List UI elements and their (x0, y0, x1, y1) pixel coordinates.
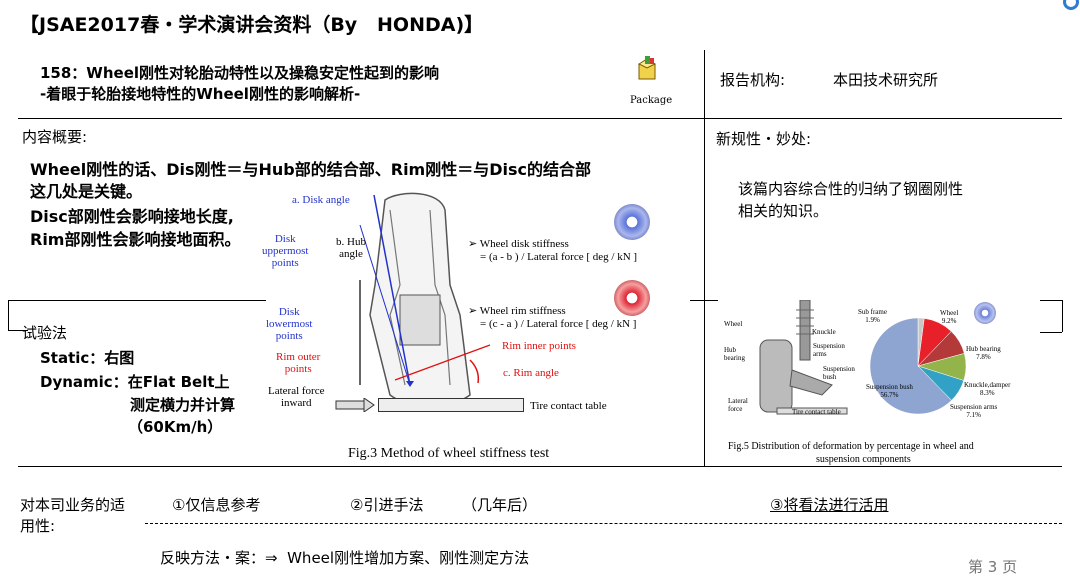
bracket-left-v (8, 300, 9, 330)
summary-line2: 这几处是关键。 (30, 182, 143, 201)
applicability-label2: 用性: (20, 517, 56, 535)
test-dynamic2: 测定横力并计算 (130, 396, 236, 414)
fig5-caption2: suspension components (816, 454, 911, 465)
lateral-force-arrow-icon (335, 398, 375, 412)
fig3-rim-angle: c. Rim angle (503, 367, 559, 379)
wheel-icon-red (614, 280, 650, 316)
bracket-right-v (1062, 300, 1063, 332)
summary-line1: Wheel刚性的话、Dis刚性＝与Hub部的结合部、Rim刚性＝与Disc的结合… (30, 160, 592, 179)
wheel-test-diagram (359, 192, 491, 407)
pie-label-wheel: Wheel 9.2% (940, 309, 959, 325)
section-bracket-right (690, 300, 718, 301)
bracket-right-h1 (1040, 300, 1062, 301)
fig3-rim-inner: Rim inner points (502, 340, 576, 352)
fig3-rim-outer: Rim outer points (276, 351, 321, 375)
pie-label-bush: Suspension bush 56.7% (866, 383, 913, 399)
summary-line3: Disc部刚性会影响接地长度, (30, 207, 234, 226)
pie-label-hub: Hub bearing 7.8% (966, 345, 1001, 361)
fig3-disk-upper: Disk uppermost points (262, 233, 309, 269)
summary-heading: 内容概要: (22, 128, 88, 146)
org-value: 本田技术研究所 (833, 71, 939, 89)
option-apply-views[interactable]: ③将看法进行活用 (770, 496, 889, 514)
divider-bottom (18, 466, 1062, 467)
dashed-divider (145, 523, 1062, 524)
report-title-line2: -着眼于轮胎接地特性的Wheel刚性的影响解析- (40, 85, 361, 103)
fig3-disk-formula: = (a - b ) / Lateral force [ deg / kN ] (480, 251, 638, 263)
fig3-hub-angle: b. Hub angle (336, 236, 366, 260)
test-dynamic3: （60Km/h） (128, 418, 223, 436)
fig3-disk-lower: Disk lowermost points (266, 306, 313, 342)
reflect-method: 反映方法・案：⇒ Wheel刚性增加方案、刚性测定方法 (160, 549, 530, 567)
fig5-arms: Suspension arms (813, 342, 845, 358)
bracket-right-h2 (1040, 332, 1062, 333)
novelty-line1: 该篇内容综合性的归纳了钢圈刚性 (738, 180, 964, 198)
fig3-rim-stiffness: ➢ Wheel rim stiffness (468, 305, 566, 317)
report-title-line1: 158：Wheel刚性对轮胎动特性以及操稳安定性起到的影响 (40, 64, 440, 82)
novelty-line2: 相关的知识。 (738, 202, 829, 220)
tire-contact-table-shape (378, 398, 524, 412)
fig5-knuckle: Knuckle (812, 328, 836, 336)
bracket-left-h2 (8, 330, 28, 331)
divider-vertical (704, 50, 705, 466)
fig3-contact-label: Tire contact table (530, 400, 607, 412)
fig5-caption1: Fig.5 Distribution of deformation by per… (728, 441, 974, 452)
fig3-disk-stiffness: ➢ Wheel disk stiffness (468, 238, 569, 250)
option-info-only[interactable]: ①仅信息参考 (172, 496, 261, 514)
option-years-later: （几年后） (462, 496, 538, 514)
fig5-wheel: Wheel (724, 320, 743, 328)
test-static: Static：右图 (40, 349, 135, 367)
page-title: 【JSAE2017春・学术演讲会资料（By HONDA)】 (20, 14, 484, 36)
suspension-diagram (759, 300, 848, 415)
fig5-hub: Hub bearing (724, 346, 745, 362)
pie-label-arms: Suspension arms 7.1% (950, 403, 998, 419)
applicability-label1: 对本司业务的适 (20, 496, 126, 514)
fig5-bush: Suspension bush (823, 365, 855, 381)
pie-label-subframe: Sub frame 1.9% (858, 308, 887, 324)
summary-line4: Rim部刚性会影响接地面积。 (30, 230, 241, 249)
wheel-icon-small (974, 302, 996, 324)
package-label: Package (630, 95, 673, 106)
corner-circle-icon (1063, 0, 1079, 10)
novelty-heading: 新规性・妙处: (716, 130, 812, 148)
divider-top (18, 118, 1062, 119)
org-label: 报告机构: (720, 71, 786, 89)
pie-label-knuckle: Knuckle,damper 8.3% (964, 381, 1011, 397)
fig3-caption: Fig.3 Method of wheel stiffness test (348, 446, 550, 461)
test-dynamic: Dynamic：在Flat Belt上 (40, 373, 230, 391)
package-icon[interactable] (636, 56, 658, 82)
pie-slice-suspension-bush (869, 317, 952, 415)
wheel-icon-blue (614, 204, 650, 240)
fig3-disk-angle: a. Disk angle (292, 194, 350, 206)
fig5-lateral: Lateral force (728, 397, 748, 413)
deformation-pie-chart (869, 317, 967, 415)
fig3-rim-formula: = (c - a ) / Lateral force [ deg / kN ] (480, 318, 637, 330)
fig3-lateral-force: Lateral force inward (268, 385, 325, 409)
test-heading: 试验法 (22, 324, 68, 342)
fig5-contact: Tire contact table (792, 408, 841, 416)
option-introduce-method[interactable]: ②引进手法 (350, 496, 424, 514)
section-bracket-left (8, 300, 266, 301)
